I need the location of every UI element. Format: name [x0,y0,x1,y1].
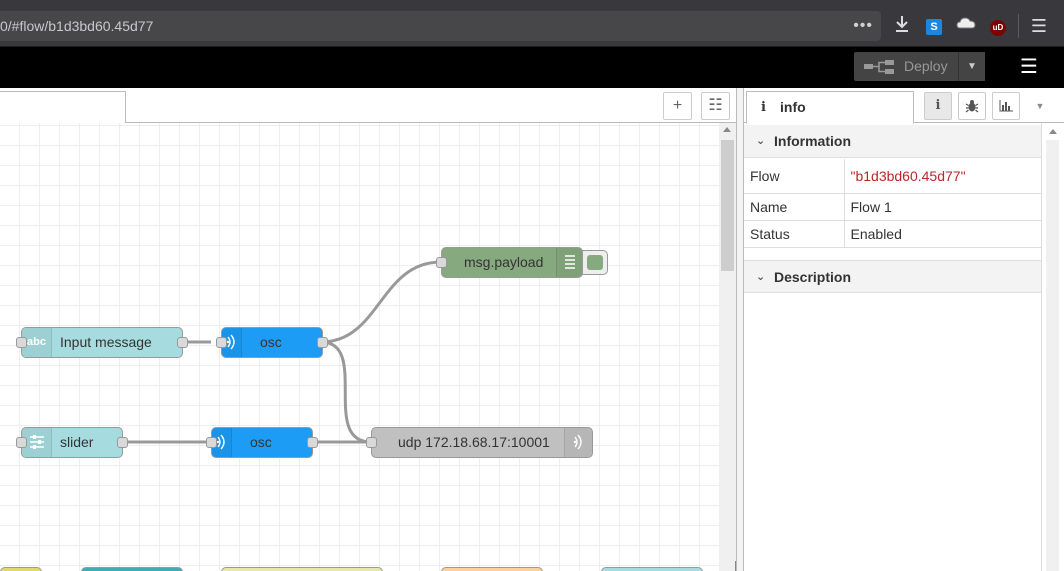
browser-toolbar: 0/#flow/b1d3bd60.45d77 ••• S uD ☰ [0,0,1064,47]
output-port[interactable] [307,437,318,448]
osc-node[interactable]: osc [216,327,328,358]
udp-out-node[interactable]: udp 172.18.68.17:10001 [366,427,593,458]
sidebar-vertical-scrollbar[interactable] [1041,123,1064,571]
partial-node[interactable] [81,567,183,571]
text-icon: abc [22,328,52,357]
scroll-track[interactable] [1046,140,1059,571]
deploy-options-button[interactable]: ▼ [958,52,985,81]
info-table: Flow "b1d3bd60.45d77" Name Flow 1 Status… [744,159,1041,248]
inject-node[interactable]: abc Input message [16,327,188,358]
deploy-icon [864,60,894,74]
url-bar[interactable]: 0/#flow/b1d3bd60.45d77 ••• [0,11,881,41]
input-port[interactable] [216,337,227,348]
debug-toggle-button[interactable] [582,250,608,275]
tab-info[interactable]: i info [746,91,914,124]
bug-icon[interactable] [958,92,986,120]
row-key: Flow [744,159,845,194]
node-label: Input message [60,334,152,350]
node-label: osc [250,434,272,450]
scroll-lower-edge [735,561,736,571]
workspace-tabs: + ☷ [0,88,736,124]
hamburger-menu-icon[interactable]: ☰ [1030,16,1048,36]
wire-osc1-udp [320,340,372,444]
sidebar-tabs-menu-button[interactable]: ▼ [1035,101,1045,111]
information-section-header[interactable]: ⌄ Information [744,125,1041,158]
input-port[interactable] [16,337,27,348]
chevron-down-icon: ⌄ [756,135,766,147]
table-row: Status Enabled [744,220,1041,248]
sliders-icon [22,428,52,457]
extension-cloud-icon[interactable] [955,15,977,37]
flow-canvas[interactable]: msg.payload abc Input message osc [0,123,719,571]
input-port[interactable] [436,257,447,268]
page-actions-button[interactable]: ••• [853,17,873,34]
workspace: + ☷ msg.payload abc Input message [0,88,736,571]
row-key: Status [744,220,845,248]
partial-node[interactable] [0,567,42,571]
info-icon: i [761,100,766,115]
osc-node[interactable]: osc [206,427,318,458]
toolbar-separator [1018,14,1019,38]
input-port[interactable] [16,437,27,448]
input-port[interactable] [206,437,217,448]
chevron-down-icon: ⌄ [756,271,766,283]
sidebar-splitter[interactable] [736,88,744,571]
add-flow-button[interactable]: + [663,92,692,120]
slider-node[interactable]: slider [16,427,128,458]
row-value: "b1d3bd60.45d77" [844,159,1041,194]
table-row: Name Flow 1 [744,193,1041,221]
canvas-vertical-scrollbar[interactable] [719,123,736,571]
partial-node[interactable] [441,567,543,571]
deploy-button[interactable]: Deploy [854,52,958,81]
sidebar: i info i ▼ ⌄ Information Flow "b1d3bd60.… [744,88,1064,571]
bar-chart-icon[interactable] [992,92,1020,120]
wire-osc1-debug [320,260,442,344]
ublock-icon[interactable]: uD [987,15,1009,37]
description-section-header[interactable]: ⌄ Description [744,260,1041,293]
tab-info-label: info [780,99,806,115]
node-label: udp 172.18.68.17:10001 [398,434,550,450]
wireless-icon [212,428,232,457]
table-row: Flow "b1d3bd60.45d77" [744,159,1041,194]
deploy-label: Deploy [904,58,948,74]
wireless-icon [222,328,242,357]
sidebar-tabs: i info i ▼ [744,88,1064,124]
row-value: Flow 1 [844,193,1041,221]
url-text[interactable]: 0/#flow/b1d3bd60.45d77 [0,18,154,34]
download-icon[interactable] [891,15,913,37]
info-icon[interactable]: i [924,92,952,120]
scroll-up-icon[interactable] [1049,129,1057,134]
output-port[interactable] [177,337,188,348]
scroll-thumb[interactable] [721,140,734,271]
debug-node[interactable]: msg.payload [436,247,583,278]
node-label: slider [60,434,94,450]
input-port[interactable] [366,437,377,448]
section-title: Description [774,269,852,285]
tab-flow-1[interactable] [0,91,126,124]
scroll-up-icon[interactable] [723,127,731,132]
app-header: Deploy ▼ ☰ [0,48,1064,88]
wireless-icon [564,428,592,457]
node-label: osc [260,334,282,350]
extension-s-icon[interactable]: S [923,15,945,37]
partial-node[interactable] [601,567,703,571]
output-port[interactable] [117,437,128,448]
list-icon [556,248,582,277]
row-key: Name [744,193,845,221]
node-label: msg.payload [464,254,544,270]
list-flows-button[interactable]: ☷ [701,92,730,120]
partial-node[interactable] [221,567,383,571]
output-port[interactable] [317,337,328,348]
row-value: Enabled [844,220,1041,248]
main-menu-icon[interactable]: ☰ [1020,56,1038,78]
section-title: Information [774,133,851,149]
